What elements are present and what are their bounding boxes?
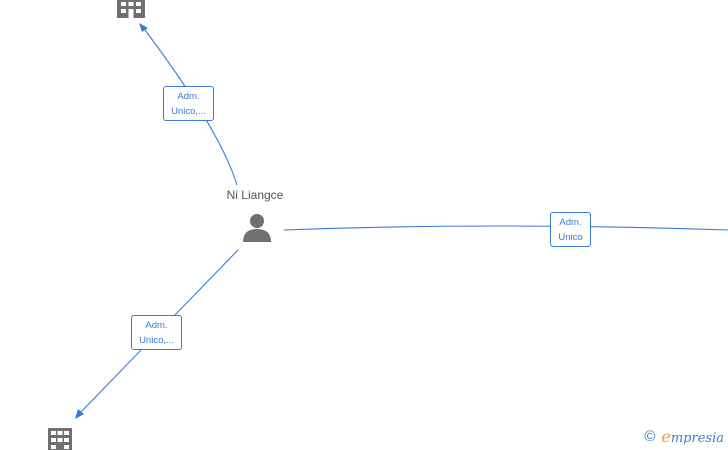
edge-label-bottom[interactable]: Adm. Unico,... [131, 315, 182, 350]
edge-bottom-arrow [75, 409, 84, 419]
brand-name: mpresia [670, 431, 724, 446]
edge-label-line: Unico,... [139, 335, 174, 346]
brand-logo: empresia [661, 427, 724, 446]
person-icon[interactable] [243, 214, 271, 242]
edge-label-line: Adm. [145, 320, 168, 331]
building-icon[interactable] [117, 0, 145, 18]
person-name[interactable]: Ni Liangce [226, 188, 284, 202]
edge-top-arrow [139, 23, 148, 32]
footer-brand: © empresia [644, 427, 724, 446]
brand-initial: e [661, 427, 671, 446]
edge-label-right[interactable]: Adm. Unico [550, 212, 591, 247]
edge-label-line: Unico,... [171, 106, 206, 117]
edge-label-line: Adm. [177, 91, 200, 102]
copyright-symbol: © [644, 428, 656, 445]
edge-right-line [283, 225, 728, 231]
building-icon[interactable] [48, 428, 72, 450]
edge-label-line: Unico [558, 232, 583, 243]
edge-label-line: Adm. [559, 217, 582, 228]
edge-label-top[interactable]: Adm. Unico,... [163, 86, 214, 121]
